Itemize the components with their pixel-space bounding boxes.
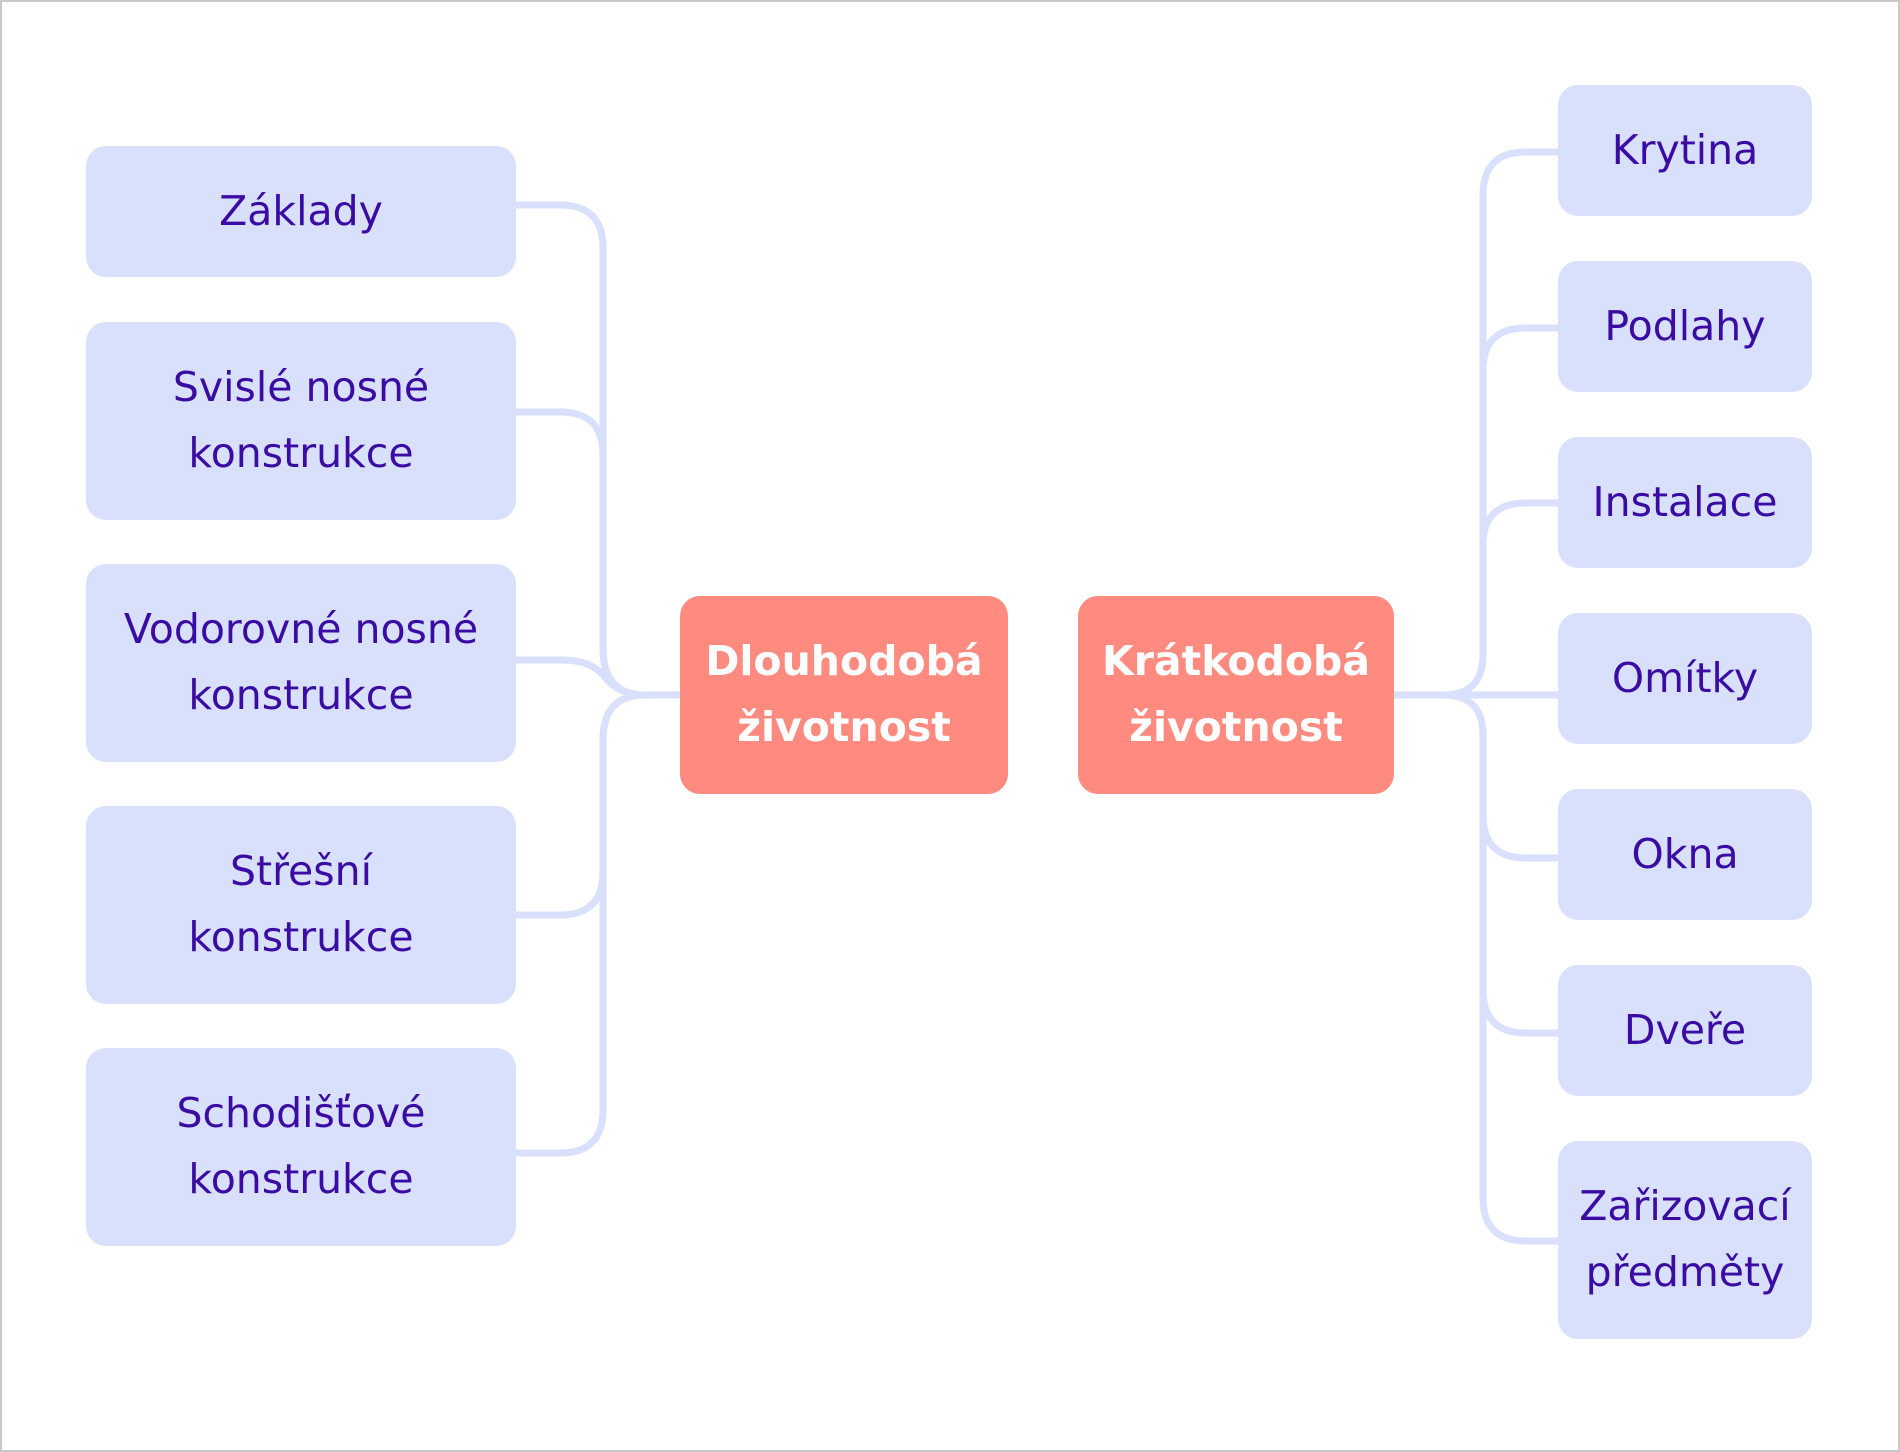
node-label: Dveře [1623,1005,1747,1054]
node-podlahy: Podlahy [1558,261,1812,392]
connector-svisle [511,408,649,699]
connector-dvere [1479,986,1564,1037]
connector-schodistove [511,691,684,1157]
node-label: Podlahy [1604,301,1766,350]
hub-kratkodoba-zivotnost: Krátkodobá životnost [1078,596,1394,794]
node-label: Omítky [1611,653,1759,702]
connector-zaklady [511,201,684,699]
connector-krytina [1389,148,1564,699]
node-krytina: Krytina [1558,85,1812,216]
node-zaklady: Základy [86,146,516,277]
node-label: Okna [1631,829,1739,878]
node-label: Schodišťové konstrukce [176,1089,426,1203]
connector-instalace [1479,499,1564,549]
node-schodistove-konstrukce: Schodišťové konstrukce [86,1048,516,1246]
node-label: Zařizovací předměty [1579,1182,1791,1296]
node-okna: Okna [1558,789,1812,920]
connector-stresni [511,691,649,919]
connector-zarizovaci [1479,731,1564,1245]
node-stresni-konstrukce: Střešní konstrukce [86,806,516,1004]
hub-label: Krátkodobá životnost [1101,637,1371,751]
node-svisle-nosne-konstrukce: Svislé nosné konstrukce [86,322,516,520]
connector-vodorovne [511,656,649,699]
hub-dlouhodoba-zivotnost: Dlouhodobá životnost [680,596,1008,794]
node-omitky: Omítky [1558,613,1812,744]
node-dvere: Dveře [1558,965,1812,1096]
node-zarizovaci-predmety: Zařizovací předměty [1558,1141,1812,1339]
node-instalace: Instalace [1558,437,1812,568]
connector-okna [1439,691,1564,862]
connector-podlahy [1479,324,1564,374]
node-vodorovne-nosne-konstrukce: Vodorovné nosné konstrukce [86,564,516,762]
node-label: Základy [219,186,383,235]
node-label: Vodorovné nosné konstrukce [123,605,479,719]
node-label: Krytina [1611,125,1759,174]
node-label: Svislé nosné konstrukce [172,363,430,477]
hub-label: Dlouhodobá životnost [705,637,983,751]
node-label: Střešní konstrukce [188,847,414,961]
node-label: Instalace [1592,477,1778,526]
